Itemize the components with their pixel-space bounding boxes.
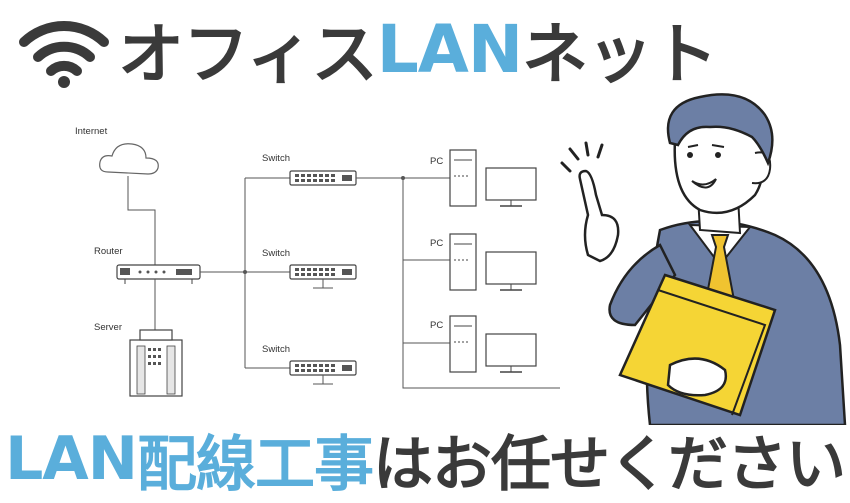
switch-icon	[289, 264, 357, 289]
headline-part-lan: LAN	[5, 424, 138, 494]
switch-icon	[289, 170, 357, 186]
headline-part-leave-to-us: はお任せください	[372, 429, 846, 500]
bottom-headline: LAN 配線工事 はお任せください	[5, 420, 846, 500]
businessman-illustration	[560, 93, 847, 425]
network-diagram: Internet Router Server Switch Switch Swi…	[0, 110, 560, 410]
pc-icon	[449, 315, 537, 373]
server-icon	[129, 329, 183, 397]
pc-label: PC	[430, 156, 444, 167]
server-label: Server	[94, 322, 122, 333]
wifi-icon	[19, 21, 109, 88]
switch-label: Switch	[262, 153, 290, 164]
switch-label: Switch	[262, 248, 290, 259]
internet-label: Internet	[75, 126, 108, 137]
pc-icon	[449, 233, 537, 291]
cloud-icon	[99, 143, 159, 175]
pc-label: PC	[430, 320, 444, 331]
network-lines	[99, 143, 560, 397]
switch-icon	[289, 360, 357, 385]
router-icon	[116, 264, 201, 284]
pc-label: PC	[430, 238, 444, 249]
page-title: オフィス LAN ネット	[118, 4, 718, 94]
title-part-net: ネット	[522, 16, 718, 93]
pc-icon	[449, 149, 537, 207]
headline-part-wiring: 配線工事	[136, 429, 374, 500]
router-label: Router	[94, 246, 123, 257]
switch-label: Switch	[262, 344, 290, 355]
title-part-lan: LAN	[376, 10, 523, 88]
title-part-office: オフィス	[118, 16, 378, 93]
